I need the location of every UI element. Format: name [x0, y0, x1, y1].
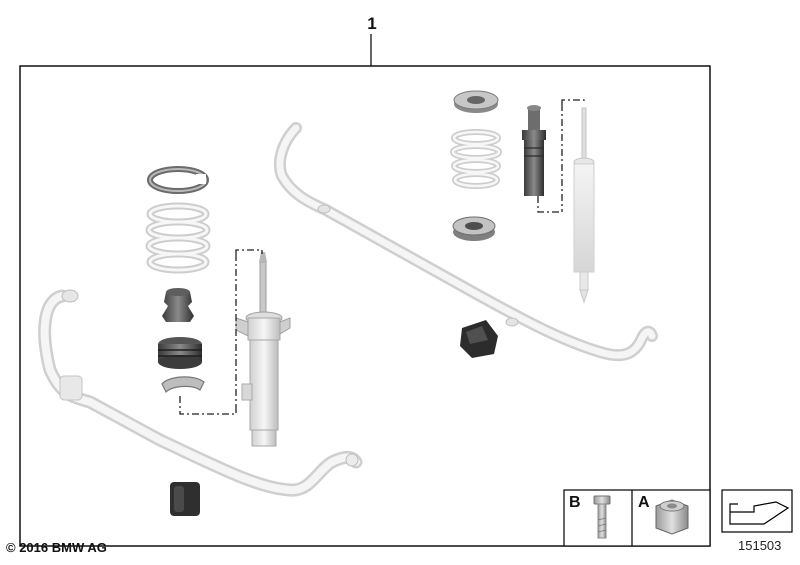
- rear-shock-absorber: [573, 107, 595, 304]
- front-shock-strut: [235, 252, 291, 447]
- front-stabilizer-bar: [38, 289, 363, 497]
- front-assembly-leader: [179, 249, 263, 415]
- fastener-legend: [563, 489, 711, 547]
- front-stabilizer-bushing: [170, 482, 200, 516]
- rear-bump-stop: [522, 105, 546, 196]
- rear-spring-lower-pad: [452, 216, 496, 241]
- bolt-icon: [593, 495, 611, 539]
- front-coil-spring: [145, 202, 211, 274]
- nut-icon: [655, 499, 689, 535]
- rear-stabilizer-bushing: [460, 320, 498, 358]
- assembly-frame: [19, 65, 711, 547]
- front-dust-boot: [158, 337, 202, 369]
- rear-spring-upper-mount: [453, 90, 499, 113]
- legend-letter-a: A: [638, 494, 650, 511]
- front-spring-upper-seat: [147, 166, 209, 194]
- diagram-number: 151503: [738, 538, 782, 553]
- copyright-notice: © 2016 BMW AG: [6, 540, 107, 555]
- part-number-label: 1: [367, 14, 377, 33]
- front-bump-stop: [162, 288, 194, 322]
- rear-assembly-leader: [537, 99, 585, 213]
- rear-coil-spring: [450, 129, 502, 189]
- reference-arrow-icon: [729, 501, 790, 525]
- front-spring-lower-seat: [161, 376, 205, 394]
- rear-stabilizer-bar: [273, 122, 658, 362]
- see-also-box: [721, 489, 793, 533]
- legend-letter-b: B: [569, 494, 581, 511]
